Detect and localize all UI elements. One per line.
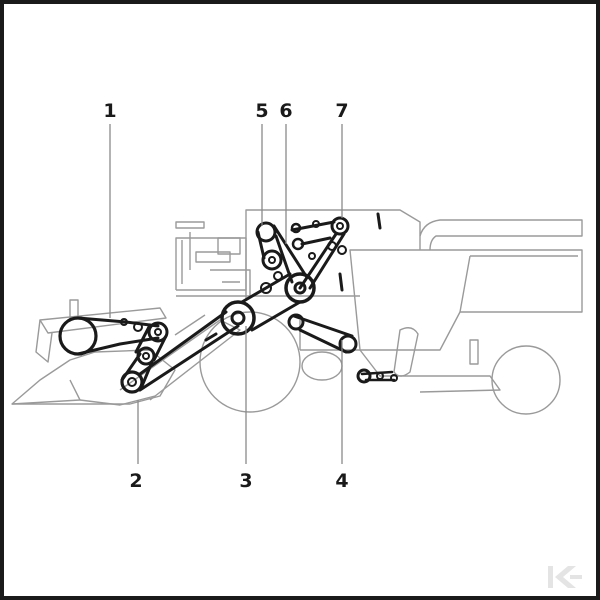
- callout-7: 7: [335, 100, 349, 122]
- belt-5: [256, 224, 308, 284]
- reel-frame: [39, 307, 167, 334]
- chute: [393, 327, 419, 377]
- belt-drives: [58, 212, 398, 394]
- brand-k-icon: [548, 566, 582, 588]
- callout-4: 4: [335, 470, 349, 492]
- grain-tank: [349, 249, 583, 351]
- unloading-auger: [419, 219, 583, 251]
- engine-pulley: [284, 272, 316, 304]
- header-body: [11, 349, 176, 405]
- main-body: [176, 209, 421, 291]
- callout-1: 1: [103, 100, 117, 122]
- main-drum-pulley: [220, 300, 256, 336]
- front-wheel: [199, 311, 301, 413]
- belt-4: [292, 314, 354, 354]
- callout-5: 5: [255, 100, 269, 122]
- harvester-outline: [11, 209, 583, 415]
- feeder-lower-pulley: [120, 370, 144, 394]
- callout-2: 2: [129, 470, 143, 492]
- callout-6: 6: [279, 100, 293, 122]
- feeder-main-belt: [138, 310, 240, 392]
- callout-3: 3: [239, 470, 253, 492]
- feeder-house: [119, 319, 241, 401]
- rear-wheel: [491, 345, 561, 415]
- reel-pulley: [58, 316, 98, 356]
- leader-lines: [109, 124, 343, 464]
